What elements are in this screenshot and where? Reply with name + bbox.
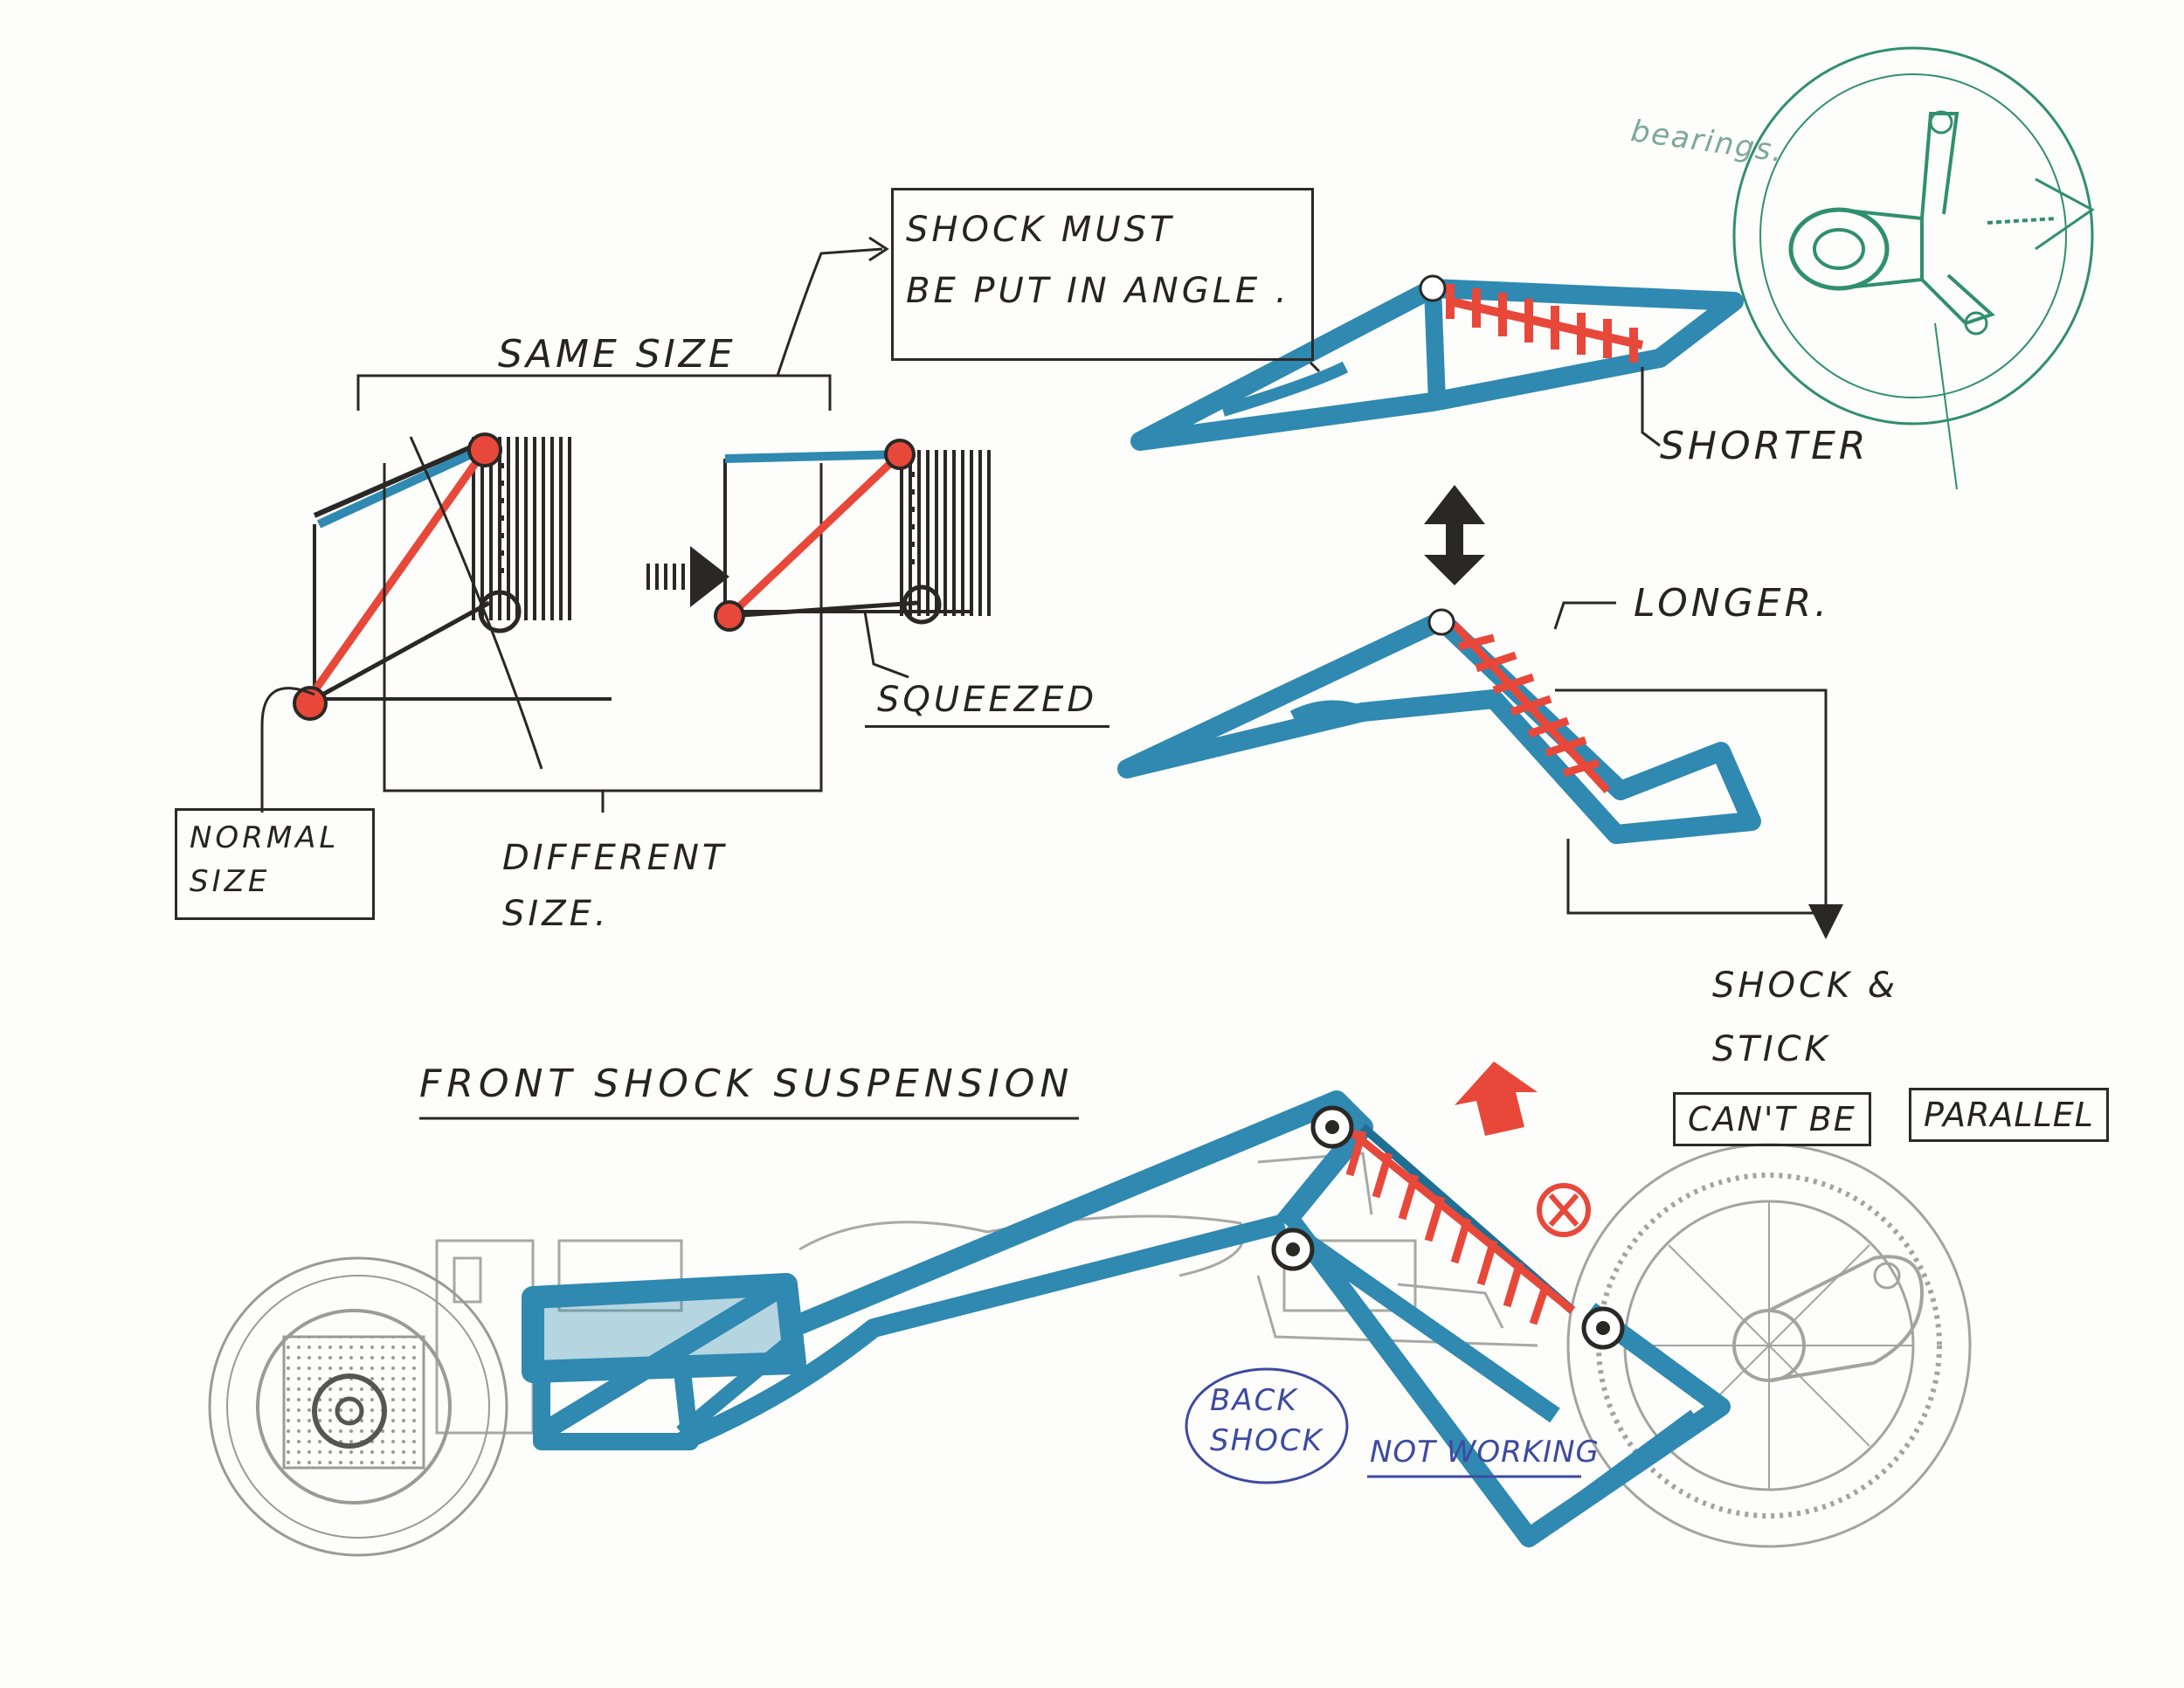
parallel-label: PARALLEL <box>1909 1088 2109 1142</box>
red-spring <box>1343 1124 1575 1325</box>
pivot <box>1419 274 1447 302</box>
longer-diagram <box>1117 601 1843 939</box>
blue-frame <box>1130 279 1744 451</box>
frame-pivots <box>1271 1105 1625 1350</box>
shorter-diagram <box>1130 274 1744 451</box>
shock-must-note: SHOCK MUST BE PUT IN ANGLE . <box>891 188 1314 361</box>
right-arrow-icon <box>642 546 729 607</box>
bearings-sketch <box>1732 46 2095 490</box>
down-arrow-icon <box>1808 904 1843 939</box>
different-size-label: DIFFERENT SIZE. <box>502 838 728 934</box>
vehicle-sketch <box>208 1090 1972 1557</box>
lower-arm <box>313 600 491 702</box>
squeezed-diagram <box>714 439 992 679</box>
back-shock-label: BACK SHOCK <box>1210 1383 1324 1458</box>
normal-size-label: NORMAL SIZE <box>190 820 340 899</box>
red-spring <box>1451 621 1611 794</box>
shock-stick-line2: STICK <box>1712 1029 1831 1069</box>
cant-be-label: CAN'T BE <box>1673 1092 1871 1146</box>
top-arm <box>313 439 487 518</box>
tick <box>1309 361 1321 373</box>
normal-size-note: NORMAL SIZE <box>175 808 375 920</box>
pivot <box>884 439 916 470</box>
up-down-arrow-icon <box>1424 485 1485 585</box>
squeezed-leader <box>863 611 909 679</box>
shock-must-line1: SHOCK MUST <box>906 210 1175 250</box>
red-spring <box>1446 284 1644 363</box>
red-shock <box>726 451 903 619</box>
shock-stick-line1: SHOCK & <box>1712 965 1899 1006</box>
longer-leader <box>1553 601 1616 630</box>
front-wheel <box>208 1256 508 1557</box>
front-shock-suspension-title: FRONT SHOCK SUSPENSION <box>419 1062 1075 1106</box>
normal-size-diagram <box>293 432 612 770</box>
shorter-leader <box>1641 367 1661 447</box>
not-working-label: NOT WORKING <box>1370 1435 1600 1470</box>
top-arm-blue <box>316 446 483 529</box>
pivot <box>293 686 328 721</box>
shock-must-line2: BE PUT IN ANGLE . <box>906 271 1290 311</box>
hatched-block <box>472 437 577 620</box>
arrow-head <box>868 236 889 262</box>
circled-x-icon <box>1537 1183 1591 1237</box>
shorter-label: SHORTER <box>1660 424 1870 468</box>
back-shock-circle <box>1185 1367 1349 1484</box>
blue-frame <box>1117 611 1761 844</box>
swing-arc <box>409 436 543 770</box>
blue-strut <box>1424 287 1446 403</box>
lower-arm <box>729 600 918 619</box>
pivot <box>714 600 745 632</box>
pointer-arrow <box>776 247 883 377</box>
longer-label: LONGER. <box>1634 581 1831 626</box>
bearing <box>902 585 942 625</box>
bearing <box>478 590 522 633</box>
red-up-arrow-icon <box>1455 1062 1538 1136</box>
blue-frame <box>522 1090 1731 1547</box>
top-arm-blue <box>724 450 901 463</box>
blue-brace <box>1220 361 1349 417</box>
pivot <box>467 432 502 467</box>
squeezed-label: SQUEEZED <box>865 675 1110 728</box>
blue-brace <box>1289 700 1365 723</box>
same-size-bracket <box>356 374 832 411</box>
pivot <box>1427 608 1455 636</box>
same-size-label: SAME SIZE <box>498 332 736 377</box>
red-shock <box>302 447 488 706</box>
normal-size-leader <box>260 687 315 813</box>
